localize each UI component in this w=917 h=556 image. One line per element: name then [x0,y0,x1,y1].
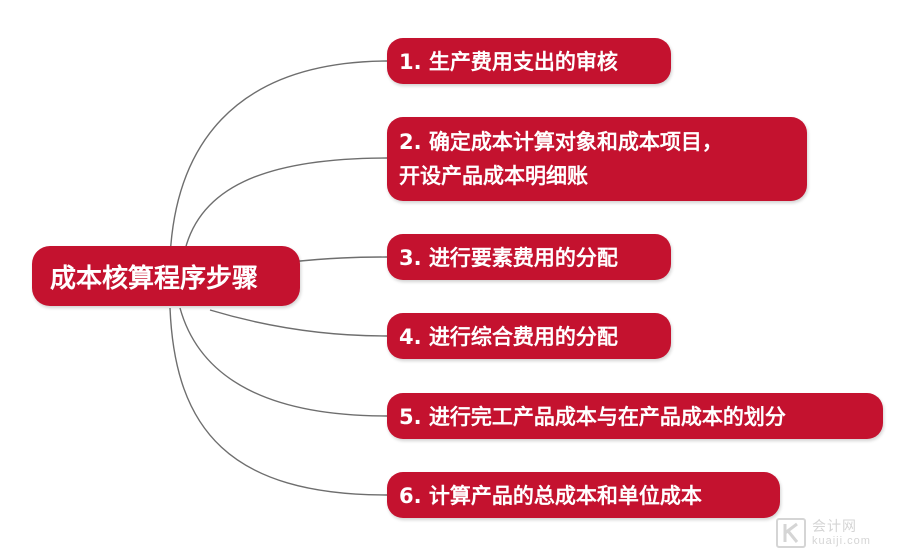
branch-4-label: 4. 进行综合费用的分配 [399,325,618,349]
k-logo-icon [776,518,806,548]
branch-node-1: 1. 生产费用支出的审核 [387,38,671,84]
branch-1-label: 1. 生产费用支出的审核 [399,50,618,74]
watermark-en-text: kuaiji.com [812,535,871,547]
branch-3-label: 3. 进行要素费用的分配 [399,246,618,270]
connector-4 [209,309,388,337]
branch-2-label-line-1: 2. 确定成本计算对象和成本项目， [399,130,723,154]
root-label: 成本核算程序步骤 [50,263,259,294]
watermark: 会计网 kuaiji.com [776,516,906,552]
branch-node-5: 5. 进行完工产品成本与在产品成本的划分 [387,393,883,439]
branch-node-3: 3. 进行要素费用的分配 [387,234,671,280]
connector-2 [184,157,388,251]
branch-node-6: 6. 计算产品的总成本和单位成本 [387,472,780,518]
branch-node-4: 4. 进行综合费用的分配 [387,313,671,359]
branch-2-label-line-2: 开设产品成本明细账 [399,164,588,188]
root-node: 成本核算程序步骤 [32,246,300,306]
connector-1 [169,60,388,259]
branch-6-label: 6. 计算产品的总成本和单位成本 [399,484,702,508]
branch-node-2: 2. 确定成本计算对象和成本项目， 开设产品成本明细账 [387,117,807,201]
branch-5-label: 5. 进行完工产品成本与在产品成本的划分 [399,405,786,429]
connector-3 [289,256,388,263]
connector-5 [179,307,388,417]
connector-6 [169,307,388,496]
watermark-cn-text: 会计网 [812,518,857,534]
